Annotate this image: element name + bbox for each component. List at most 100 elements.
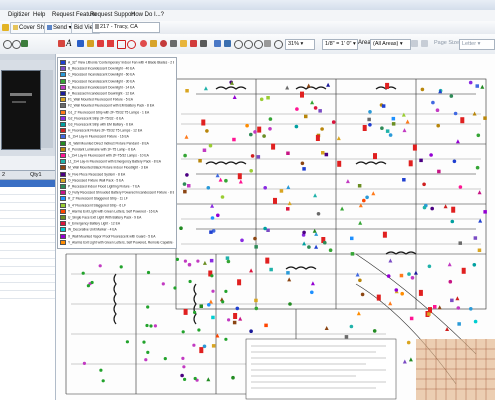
count-marker-red	[461, 267, 466, 274]
legend-item[interactable]: G3_Fluorescent Strip with EM Battery - 6…	[60, 122, 174, 127]
legend-item[interactable]: N_Five Piece Recessed System - 8 EA	[60, 171, 174, 177]
page-thumbnail[interactable]	[1, 70, 41, 150]
legend-item[interactable]: C_Recessed Incandescent Downlight - 60 E…	[60, 72, 174, 78]
legend-item[interactable]: V_Emergency Battery Light - 12 EA	[60, 221, 174, 227]
legend-item[interactable]: X_Wall Mounted Vapor Proof Fluorescent w…	[60, 233, 174, 239]
zoom-out-icon[interactable]	[234, 40, 243, 49]
zoom-fit-icon[interactable]	[254, 40, 263, 49]
legend-item[interactable]: F1_Wall Mounted Fluorescent Fixture - 5 …	[60, 97, 174, 103]
selected-quantity-row[interactable]	[0, 180, 55, 187]
count-marker-triangle	[340, 206, 345, 211]
cloud-tool-icon[interactable]	[190, 40, 197, 47]
count-marker-triangle	[184, 134, 189, 139]
text-tool-icon[interactable]: A	[66, 38, 72, 48]
menu-help[interactable]: Help	[33, 12, 46, 18]
linear-tool-icon[interactable]	[170, 40, 177, 47]
legend-item[interactable]: B_Recessed Incandescent Downlight - 40 E…	[60, 66, 174, 72]
legend-item[interactable]: Y_Alarms Exit Light with Green Letters, …	[60, 239, 174, 245]
legend-item[interactable]: R_2' Fluorescent Staggered Strip - 11 LF	[60, 196, 174, 202]
thumbnail-detail	[10, 93, 32, 96]
drawing-canvas[interactable]	[56, 54, 495, 400]
zoom-previous-icon[interactable]	[274, 40, 283, 49]
legend-item[interactable]: S_4' Fluorescent Staggered Strip - 6 LF	[60, 202, 174, 208]
selection-tool-icon[interactable]	[58, 40, 65, 47]
page-icon[interactable]	[224, 40, 231, 47]
area-select[interactable]: (All Areas) ▾	[370, 39, 411, 50]
menu-request-feature[interactable]: Request Feature	[52, 12, 97, 18]
count-marker-circle	[81, 271, 85, 275]
full-page-icon[interactable]	[264, 40, 271, 47]
legend-item[interactable]: L1_2x4 Lay-in Fluorescent with Emergency…	[60, 159, 174, 165]
count-marker-circle	[235, 306, 240, 311]
print-icon[interactable]	[411, 40, 418, 47]
count-marker-red	[428, 307, 432, 314]
measure-icon[interactable]	[200, 40, 207, 47]
legend-item[interactable]: K_Pendant Luminaire with 1F-T5 Lamp - 6 …	[60, 146, 174, 152]
note-tool-icon[interactable]	[180, 40, 187, 47]
zoom-select[interactable]: 31% ▾	[285, 39, 315, 50]
legend-item[interactable]: F2_Wall Mounted Fluorescent with EM Batt…	[60, 103, 174, 109]
count-marker-red	[321, 237, 326, 243]
legend-item[interactable]: O_Recessed Fixture Wall Pack - 5 EA	[60, 177, 174, 183]
area-tool-icon[interactable]	[150, 40, 157, 47]
zoom-icon[interactable]	[3, 40, 12, 49]
image-icon[interactable]	[214, 40, 221, 47]
legend-item[interactable]: J1_Wall Mounted Direct Indirect Fixture …	[60, 140, 174, 146]
legend-item[interactable]: H_Fluorescent Fixture 2F-T5/32 T5 Lamps …	[60, 128, 174, 134]
menu-how-do-i[interactable]: How Do I...?	[131, 12, 165, 18]
legend-item[interactable]: D_Recessed Incandescent Downlight - 30 E…	[60, 78, 174, 84]
legend-item[interactable]: A_32° View Lithonia 'Contemporary' Indoo…	[60, 60, 174, 65]
folder-icon[interactable]	[2, 24, 9, 31]
legend-item-label: G3_Fluorescent Strip with EM Battery - 6…	[68, 122, 134, 127]
count-marker-triangle	[287, 201, 292, 206]
count-marker-square	[367, 117, 371, 122]
legend-item[interactable]: T_Alarms Exit Light with Green Letters, …	[60, 208, 174, 214]
count-marker-triangle	[249, 268, 254, 273]
pen-tool-icon[interactable]	[77, 40, 84, 47]
rotate-icon[interactable]	[421, 40, 428, 47]
rectangle-tool-icon[interactable]	[117, 40, 126, 49]
arrow-tool-icon[interactable]	[97, 40, 104, 47]
project-select[interactable]: 217 - Tracy, CA	[92, 22, 160, 33]
page-size-select[interactable]: Letter ▾	[459, 39, 495, 50]
legend-item[interactable]: L_2x4 Lay-in Fluorescent with 2F-T5/32 L…	[60, 153, 174, 158]
zoom-in-icon[interactable]	[12, 40, 21, 49]
zoom-window-icon[interactable]	[244, 40, 253, 49]
ellipse-tool-icon[interactable]	[127, 40, 136, 49]
stamp-tool-icon[interactable]	[160, 40, 167, 47]
legend-item-label: L_2x4 Lay-in Fluorescent with 2F-T5/32 L…	[68, 153, 149, 158]
thumbnail-scrollbar[interactable]	[41, 70, 53, 148]
line-tool-icon[interactable]	[107, 40, 114, 47]
legend-item[interactable]: F_Recessed Incandescent Downlight - 12 E…	[60, 91, 174, 96]
count-marker-triangle	[324, 326, 329, 330]
count-marker-circle	[146, 305, 150, 309]
count-marker-circle	[149, 324, 153, 328]
highlighter-icon[interactable]	[87, 40, 94, 47]
scale-select[interactable]: 1/8" = 1' 0" ▾	[322, 39, 358, 50]
thumbnail-detail	[12, 101, 26, 103]
menu-digitizer[interactable]: Digitizer	[8, 12, 30, 18]
legend-item[interactable]: M_Wall Mounted Black Fixture Indoor Floo…	[60, 165, 174, 171]
legend-item[interactable]: E_Recessed Incandescent Downlight - 14 E…	[60, 84, 174, 90]
count-marker-circle	[193, 310, 197, 314]
legend-item[interactable]: W_Decorative Unit Marker - 4 EA	[60, 227, 174, 233]
count-tool-icon[interactable]	[140, 40, 147, 47]
legend-item[interactable]: G2_Fluorescent Strip 2F-T5/32 - 6 EA	[60, 115, 174, 121]
count-marker-circle	[368, 123, 372, 127]
menu-request-support[interactable]: Request Support	[90, 12, 136, 18]
legend-item[interactable]: G1_2' Fluorescent Strip with 2F-T5/32 T5…	[60, 109, 174, 115]
legend-item[interactable]: I1_2x4 Lay-in Fluorescent Fixture - 16 E…	[60, 134, 174, 140]
fixture-legend[interactable]: A_32° View Lithonia 'Contemporary' Indoo…	[57, 57, 177, 249]
count-marker-circle	[210, 216, 215, 220]
legend-item[interactable]: P_Recessed Indoor Flood Lighting Fixture…	[60, 184, 174, 189]
count-marker-red	[233, 313, 238, 319]
legend-item-label: H_Fluorescent Fixture 2F-T5/32 T5 Lamps …	[68, 128, 143, 133]
count-marker-red	[257, 126, 262, 133]
count-marker-triangle	[232, 95, 237, 99]
count-marker-circle	[208, 143, 213, 148]
legend-item[interactable]: U_Single Face Exit Light With Battery Pa…	[60, 215, 174, 220]
count-marker-square	[256, 155, 261, 159]
pan-icon[interactable]	[21, 40, 28, 47]
quantity-column-label[interactable]: Qty1	[30, 172, 42, 178]
legend-item[interactable]: Q_Fully Recessed Shrouded Battery Powere…	[60, 190, 174, 196]
